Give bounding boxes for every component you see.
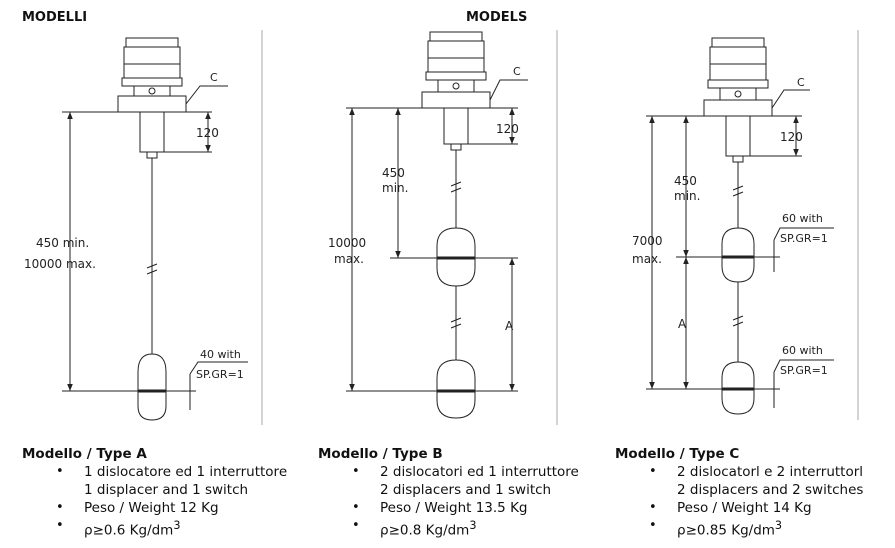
header-modelli: MODELLI [22,10,88,25]
type-b-density-sup: 3 [469,519,477,532]
length-label-a-1: 450 min. [36,236,89,250]
type-c-weight: Peso / Weight 14 Kg [677,500,812,516]
type-b-desc-en: 2 displacers and 1 switch [380,482,552,498]
note-c-lower-1: 60 with [782,344,823,357]
displacer-c-upper [721,227,755,283]
min-label-b-2: min. [382,181,408,195]
displacer-a [137,353,167,421]
type-b-desc-it: 2 dislocatori ed 1 interruttore [380,464,579,480]
min-label-b-1: 450 [382,166,405,180]
type-a-desc: • 1 dislocatore ed 1 interruttore 1 displa… [22,463,302,499]
spec-type-b: Modello / Type B • 2 dislocatori ed 1 int… [318,445,598,540]
type-c-density-sup: 3 [774,519,783,532]
flange-label-a: C [210,71,218,84]
displacer-b-lower [436,359,476,419]
flange-leader-a [185,85,228,105]
dim-120-a: 120 [196,126,219,140]
type-c-desc-en: 2 displacers and 2 switches [677,482,864,498]
type-b-weight-item: • Peso / Weight 13.5 Kg [318,499,598,517]
stem-c [725,115,751,157]
spacing-label-c: A [678,317,687,331]
bullet: • [352,518,360,533]
flange-c [703,99,773,117]
note-c-lower-2: SP.GR=1 [780,364,828,377]
length-label-a-2: 10000 max. [24,257,96,271]
type-b-title: Modello / Type B [318,446,443,462]
bullet: • [56,464,64,479]
flange-label-b: C [513,65,521,78]
type-a-title: Modello / Type A [22,446,147,462]
type-c-density-item: • ρ≥0.85 Kg/dm3 [615,517,895,540]
type-a-density-item: • ρ≥0.6 Kg/dm3 [22,517,302,540]
type-b-density-item: • ρ≥0.8 Kg/dm3 [318,517,598,540]
switch-housing-a [121,37,183,97]
flange-leader-b [489,79,528,101]
switch-housing-b [425,31,487,93]
drawing-type-b-labels: C 120 450 min. 10000 max. A [328,65,521,333]
length-label-b-2: max. [334,252,364,266]
length-label-c-1: 7000 [632,234,663,248]
type-c-desc-it: 2 dislocatorl e 2 interruttorl [677,464,864,480]
flange-label-c: C [797,76,805,89]
spec-type-c: Modello / Type C • 2 dislocatorl e 2 inte… [615,445,895,540]
stem-b [443,107,469,145]
min-label-c-1: 450 [674,174,697,188]
length-label-c-2: max. [632,252,662,266]
type-c-weight-item: • Peso / Weight 14 Kg [615,499,895,517]
type-b-weight: Peso / Weight 13.5 Kg [380,500,528,516]
bullet: • [649,518,657,533]
switch-housing-c [707,37,769,101]
bullet: • [56,518,64,533]
note-a-1: 40 with [200,348,241,361]
dim-120-c: 120 [780,130,803,144]
technical-drawings: C 120 450 min. 10000 max. 40 with SP.GR=… [24,30,859,425]
drawing-type-c-labels: C 120 450 min. 7000 max. A 60 with SP.GR… [632,76,828,377]
type-c-desc: • 2 dislocatorl e 2 interruttorl 2 displac… [615,463,895,499]
bullet: • [649,464,657,479]
type-a-density: ρ≥0.6 Kg/dm [84,522,174,539]
min-label-c-2: min. [674,189,700,203]
flange-b [421,91,491,109]
bullet: • [56,500,64,515]
bullet: • [649,500,657,515]
type-c-title: Modello / Type C [615,446,740,462]
note-a-2: SP.GR=1 [196,368,244,381]
type-b-density: ρ≥0.8 Kg/dm [380,522,470,539]
type-a-weight: Peso / Weight 12 Kg [84,500,219,516]
bullet: • [352,464,360,479]
spacing-label-b: A [505,319,514,333]
dim-120-b: 120 [496,122,519,136]
note-c-upper-2: SP.GR=1 [780,232,828,245]
flange-leader-c [771,89,810,109]
header-models: MODELS [466,10,528,25]
type-a-density-sup: 3 [173,519,181,532]
bullet: • [352,500,360,515]
spec-type-a: Modello / Type A • 1 dislocatore ed 1 int… [22,445,302,540]
flange-a [117,95,187,113]
note-c-upper-1: 60 with [782,212,823,225]
drawing-type-c [646,30,859,420]
drawing-type-b [346,30,558,425]
type-a-desc-it: 1 dislocatore ed 1 interruttore [84,464,288,480]
type-a-desc-en: 1 displacer and 1 switch [84,482,249,498]
drawing-type-a [62,30,263,425]
type-c-density: ρ≥0.85 Kg/dm [677,522,775,539]
drawing-type-a-labels: C 120 450 min. 10000 max. 40 with SP.GR=… [24,71,244,381]
type-b-desc: • 2 dislocatori ed 1 interruttore 2 displa… [318,463,598,499]
stem-a [139,111,165,153]
type-a-weight-item: • Peso / Weight 12 Kg [22,499,302,517]
length-label-b-1: 10000 [328,236,366,250]
